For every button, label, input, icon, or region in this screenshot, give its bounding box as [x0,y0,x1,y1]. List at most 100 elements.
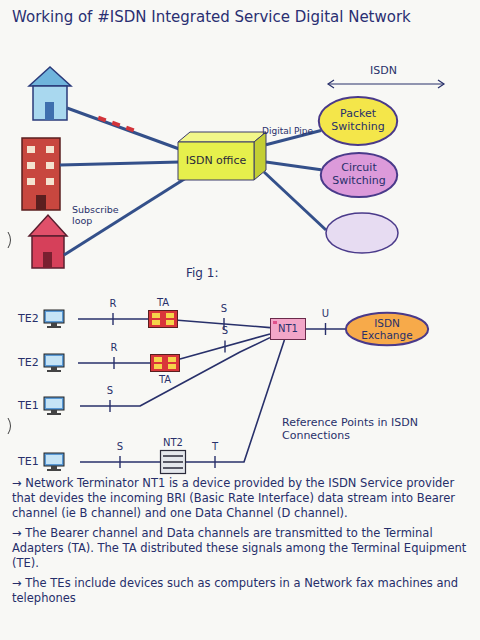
computer-icon [43,452,65,472]
terminator-body [271,319,306,340]
monitor-frame [44,453,64,466]
note-text: → The Bearer channel and Data channels a… [12,526,470,571]
node-text: ISDN office [186,155,247,168]
connector-line [80,338,270,406]
reference-note: Reference Points in ISDN Connections [282,416,432,442]
terminal-adapter: TA [150,354,180,372]
reference-point-label: R [103,298,123,309]
building-window [46,178,54,185]
service-oval [326,213,398,253]
reference-tick [109,400,110,412]
notes-block: → Network Terminator NT1 is a device pro… [12,476,470,611]
digital-pipe-wire [264,172,326,230]
oval-outline [319,97,397,145]
adapter-port [152,320,160,325]
adapter-body [149,311,178,328]
connector-line [186,340,284,462]
reference-tick [214,456,215,468]
terminator-stripe [163,461,183,463]
monitor-base [47,413,61,415]
house-body [33,86,67,120]
node-text: TE2 [18,313,39,326]
adapter-body [151,355,180,372]
monitor-frame [44,397,64,410]
house-door [43,252,52,268]
reference-tick [224,340,225,352]
building-window [27,178,35,185]
adapter-shape [150,354,180,372]
diagram-title: Working of #ISDN Integrated Service Digi… [12,8,468,26]
monitor-screen [46,455,62,464]
building-door [36,195,46,210]
building-window [46,146,54,153]
terminator-stripe [163,467,183,469]
node-text: ISDN Exchange [353,317,421,341]
house-body [32,236,64,268]
pipe-label: Digital Pipe [262,126,322,137]
device-label: NT2 [163,437,183,448]
node-text: TE2 [18,357,39,370]
subscriber-loop-wire [60,162,180,165]
terminal-equipment: TE2 [18,352,78,374]
monitor-screen [46,312,62,321]
computer-icon [43,309,65,329]
adapter-shape [148,310,178,328]
device-label: TA [157,297,169,308]
loop-label: Subscribe loop [72,204,128,227]
node-text: TE1 [18,456,39,469]
terminator-shape [160,450,186,474]
oval-outline [346,313,428,346]
reference-point-label: S [100,385,120,396]
terminal-equipment: TE1 [18,450,80,474]
reference-point-label: R [104,342,124,353]
signal-dash [98,116,107,122]
exchange-oval: ISDN Exchange [345,312,429,346]
note-text: → Network Terminator NT1 is a device pro… [12,476,470,521]
terminator-port [273,321,277,324]
reference-point-label: S [214,303,234,314]
reference-point-label: S [215,325,235,336]
signal-dash [126,126,135,132]
adapter-port [154,357,162,362]
building-window [27,146,35,153]
connector-line [266,162,321,170]
signal-dash [112,121,121,127]
terminal-adapter: TA [148,310,178,328]
computer-icon [43,396,65,416]
network-terminator: NT2 [160,450,186,474]
house-door [45,102,54,120]
terminal-equipment: TE2 [18,308,78,330]
service-oval: Packet Switching [318,96,398,146]
arrow-head [438,80,444,88]
reference-point-label: T [205,441,225,452]
monitor-stand [51,410,57,413]
monitor-frame [44,310,64,323]
network-terminator: NT1 [270,318,306,340]
node-text: TE1 [18,400,39,413]
monitor-base [47,326,61,328]
service-oval: Circuit Switching [320,152,398,198]
subscriber-loop-wire [64,178,186,255]
monitor-stand [51,323,57,326]
network-label: ISDN [370,64,430,77]
figure-number: Fig 1: [186,266,246,280]
reference-tick [325,323,326,335]
device-label: TA [159,374,171,385]
adapter-port [168,364,176,369]
adapter-port [154,364,162,369]
prism-front [178,142,254,180]
connector-line [180,334,270,359]
monitor-screen [46,399,62,408]
adapter-port [166,313,174,318]
adapter-port [166,320,174,325]
monitor-stand [51,466,57,469]
adapter-port [168,357,176,362]
span-arrow [328,83,444,84]
prism-top [178,132,266,142]
subscriber-loop-wire [67,108,182,150]
monitor-base [47,469,61,471]
building-window [46,162,54,169]
monitor-screen [46,356,62,365]
terminal-equipment: TE1 [18,394,80,418]
